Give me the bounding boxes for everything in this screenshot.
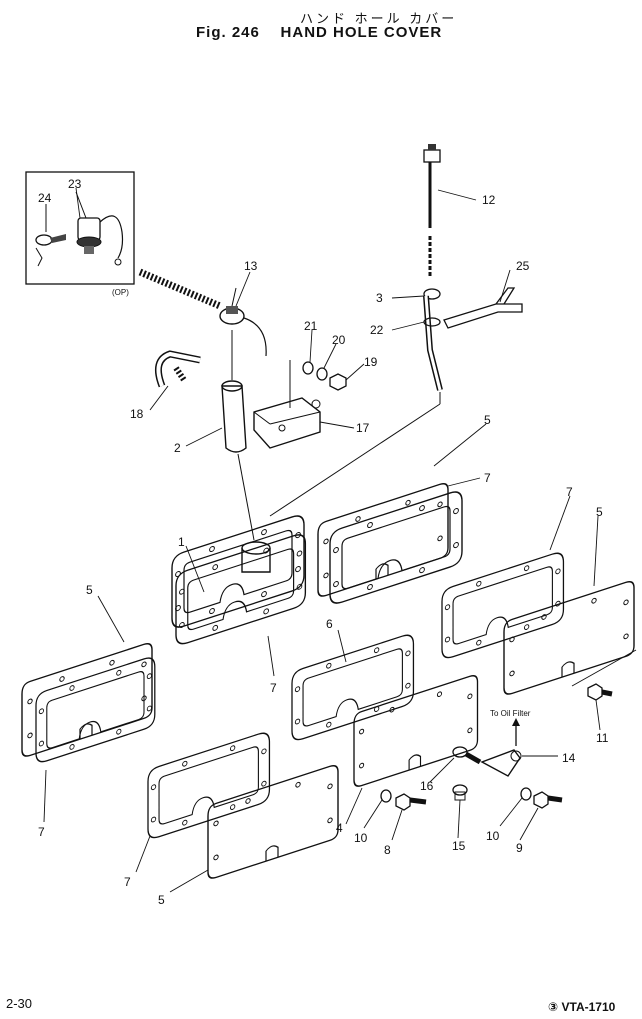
callout-5-farleft: 5 <box>86 583 93 597</box>
callout-8: 8 <box>384 843 391 857</box>
switch-part-23 <box>76 215 124 266</box>
plate-part-5-top <box>317 481 449 599</box>
callout-11: 11 <box>596 731 609 745</box>
callout-20: 20 <box>332 333 346 347</box>
gasket-part-7-top <box>329 488 463 607</box>
figure-title: Fig. 246 HAND HOLE COVER <box>196 24 442 41</box>
callout-14: 14 <box>562 751 576 765</box>
callout-6: 6 <box>326 617 333 631</box>
document-code: ③ VTA-1710 <box>548 1000 616 1014</box>
washer-part-21 <box>302 361 314 375</box>
callout-4: 4 <box>336 821 343 835</box>
plate-part-5-right <box>503 579 635 697</box>
title-japanese: ハンド ホール カバー <box>300 11 458 26</box>
callout-5-top: 5 <box>484 413 491 427</box>
callout-7-right: 7 <box>566 485 573 499</box>
option-inset <box>25 171 135 285</box>
hose-part-18 <box>154 350 201 388</box>
callout-7-bottom: 7 <box>124 875 131 889</box>
fitting-part-15 <box>452 784 468 801</box>
callout-7-top: 7 <box>484 471 491 485</box>
washer-part-10-right <box>520 787 532 801</box>
guide-tube-part-3 <box>269 288 443 517</box>
oil-filter-arrow <box>512 718 520 746</box>
callout-12: 12 <box>482 193 496 207</box>
callout-7-left: 7 <box>270 681 277 695</box>
callout-labels: 24 23 (OP) 13 21 20 19 12 25 3 22 18 2 1… <box>38 177 609 907</box>
bolt-part-8 <box>395 793 427 811</box>
sender-part-13 <box>219 287 267 357</box>
callout-7-farleft: 7 <box>38 825 45 839</box>
plate-part-5-bottom <box>207 763 339 881</box>
gasket-part-7-bottom <box>147 729 271 841</box>
callout-18: 18 <box>130 407 144 421</box>
callout-9: 9 <box>516 841 523 855</box>
callout-19: 19 <box>364 355 378 369</box>
callout-5-bottom: 5 <box>158 893 165 907</box>
tube-part-2 <box>221 330 255 541</box>
page-number: 2-30 <box>6 996 33 1011</box>
gasket-part-6 <box>291 631 415 743</box>
wire-harness <box>138 268 222 310</box>
bolt-part-11 <box>587 683 613 701</box>
callout-3: 3 <box>376 291 383 305</box>
elbow-part-14 <box>480 749 522 777</box>
nut-part-19 <box>329 373 347 391</box>
callout-10-left: 10 <box>354 831 368 845</box>
callout-1: 1 <box>178 535 185 549</box>
callout-24: 24 <box>38 191 52 205</box>
callout-16: 16 <box>420 779 434 793</box>
callout-13: 13 <box>244 259 258 273</box>
plate-part-5-farleft <box>21 641 153 759</box>
callout-15: 15 <box>452 839 466 853</box>
elbow-pipe <box>241 541 271 573</box>
bracket-part-25 <box>443 287 523 329</box>
oil-filter-note: To Oil Filter <box>490 709 531 718</box>
fitting-part-16 <box>452 746 482 765</box>
figure-number: Fig. 246 <box>196 24 260 41</box>
inset-note: (OP) <box>112 288 129 297</box>
key-part-24 <box>35 234 66 267</box>
cover-part-1 <box>171 512 305 631</box>
bracket-part-17 <box>253 360 321 449</box>
leader-lines <box>43 187 637 893</box>
washer-part-20 <box>316 367 328 381</box>
callout-22: 22 <box>370 323 384 337</box>
callout-5-right: 5 <box>596 505 603 519</box>
callout-10-right: 10 <box>486 829 500 843</box>
callout-23: 23 <box>68 177 82 191</box>
callout-25: 25 <box>516 259 530 273</box>
figure-name: HAND HOLE COVER <box>280 24 443 41</box>
washer-part-10-left <box>380 789 392 803</box>
gasket-part-7-right <box>441 549 565 661</box>
callout-21: 21 <box>304 319 318 333</box>
cover-part-4 <box>353 673 479 789</box>
callout-2: 2 <box>174 441 181 455</box>
gasket-part-7-left <box>175 531 307 648</box>
gauge-part-12 <box>423 144 441 276</box>
callout-17: 17 <box>356 421 370 435</box>
bolt-part-9 <box>533 791 563 809</box>
